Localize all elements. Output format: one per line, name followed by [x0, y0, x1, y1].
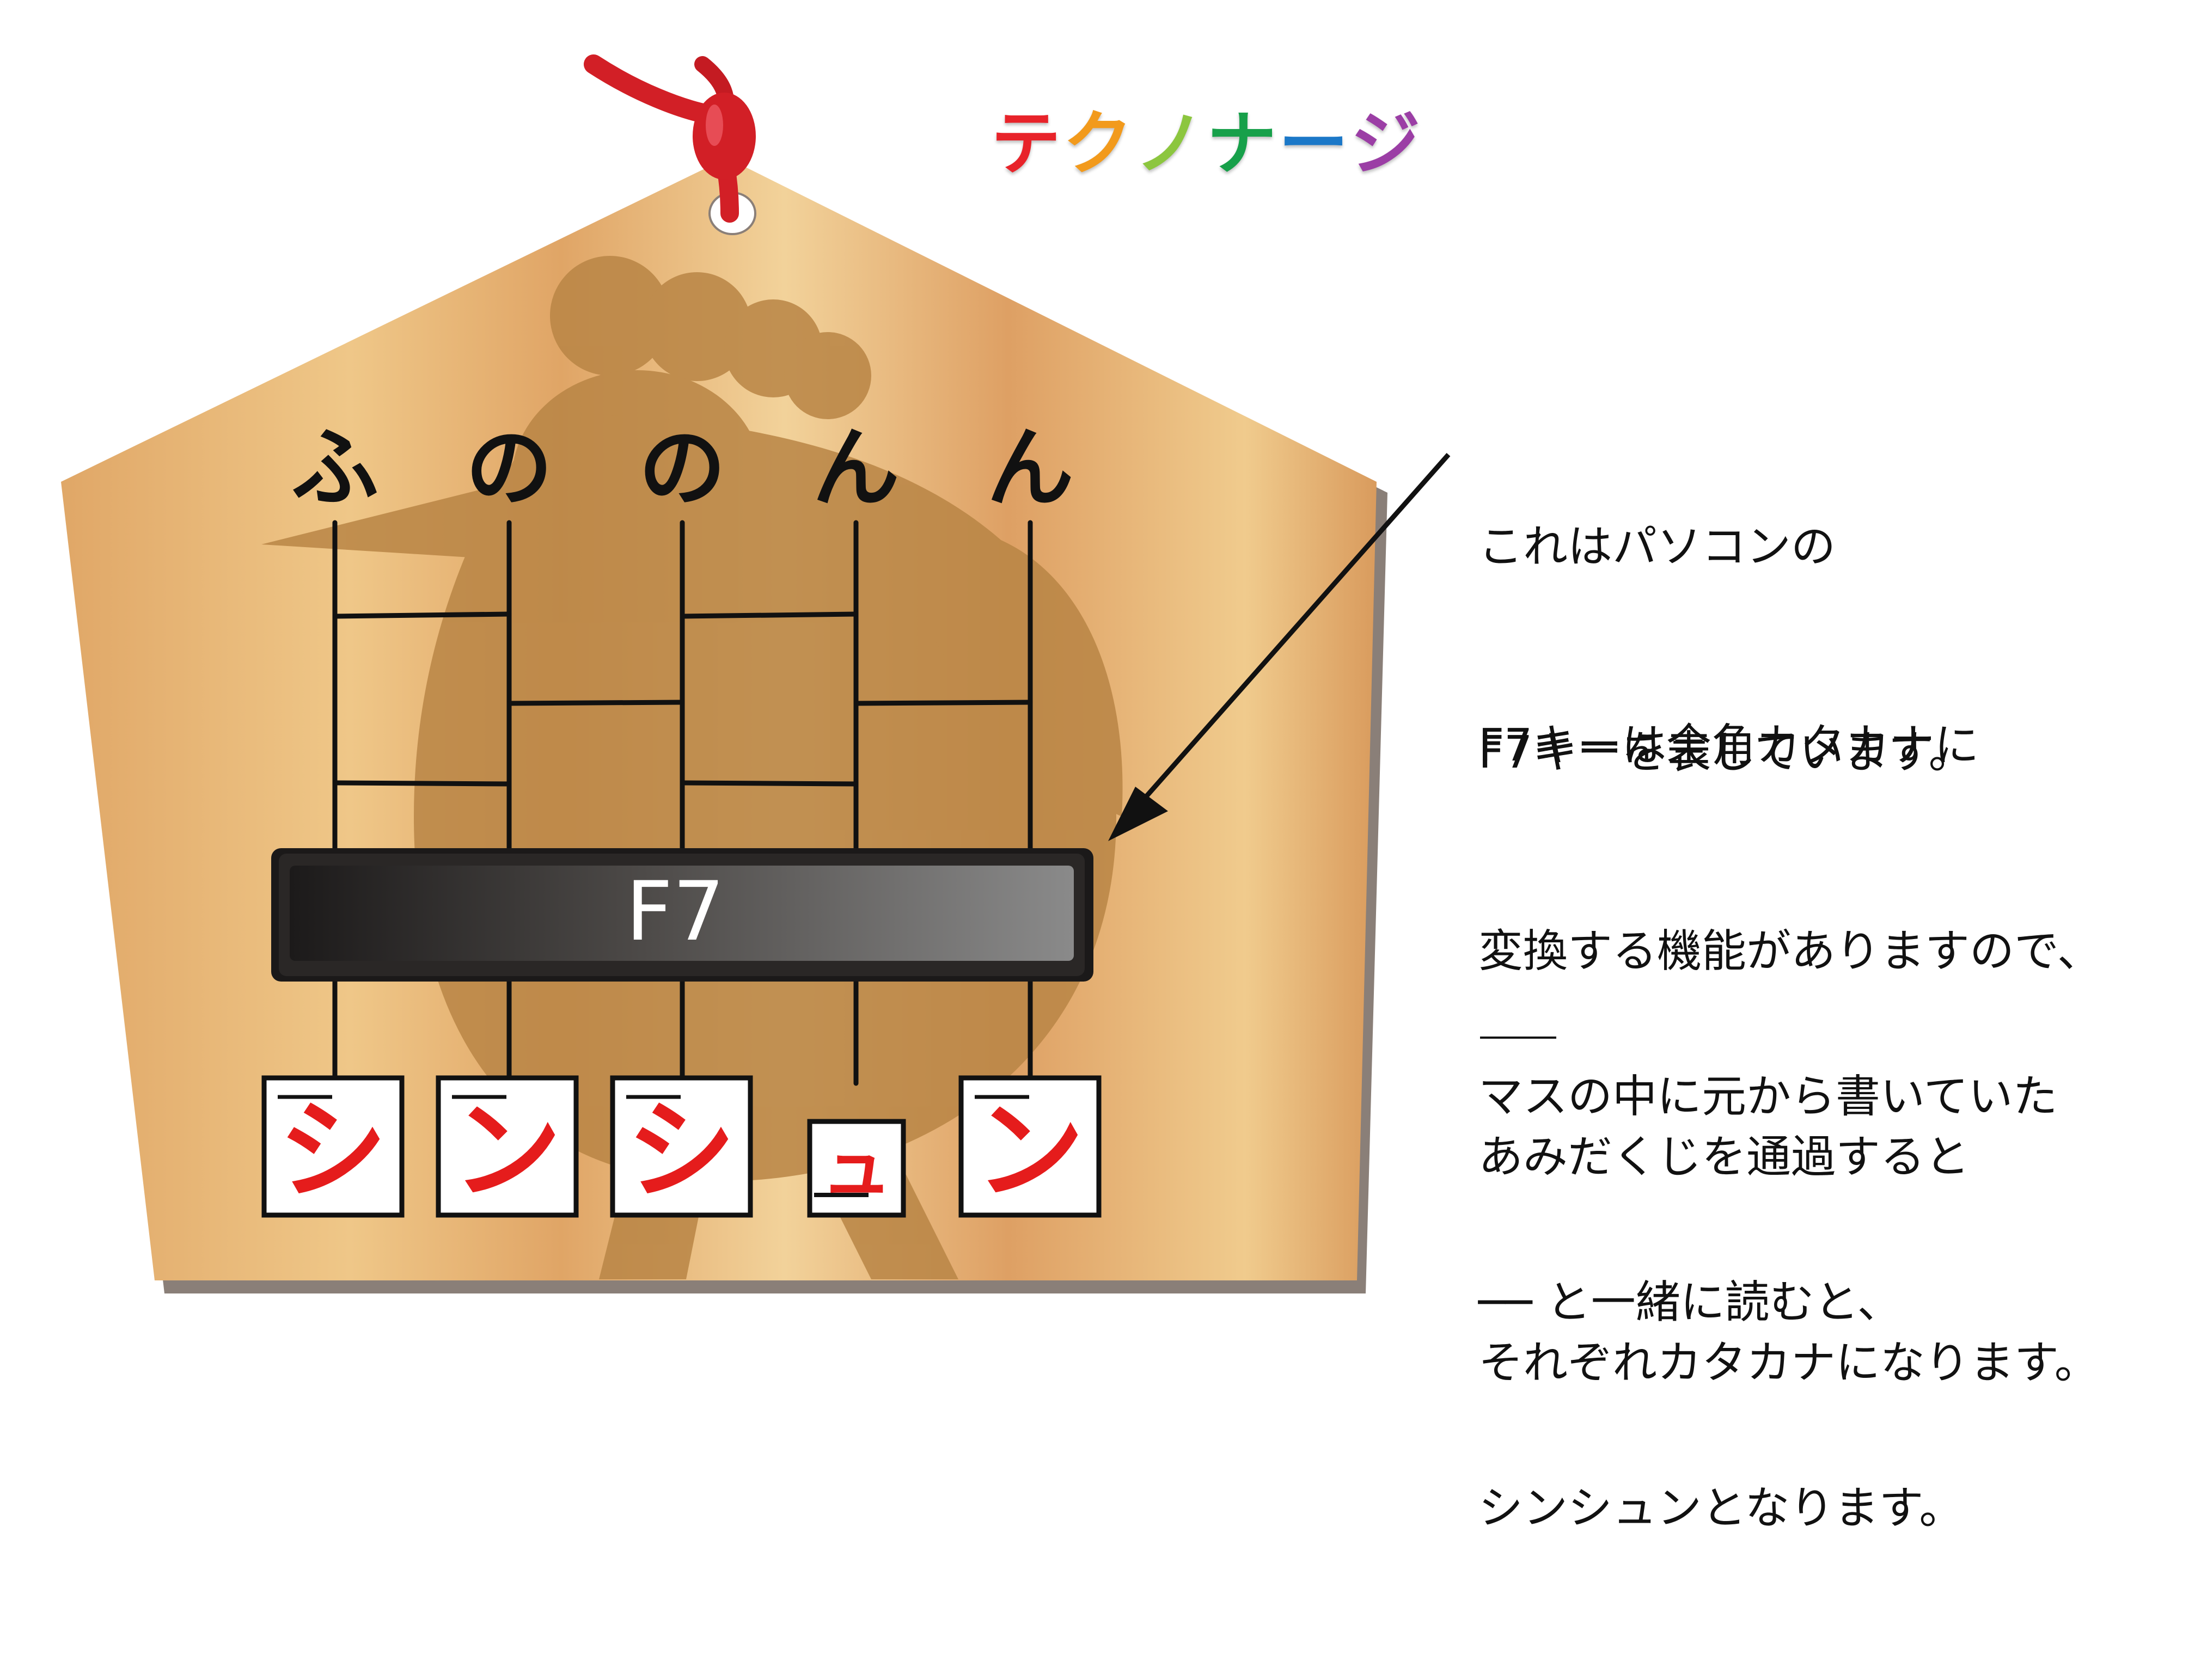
- f7-key: [271, 848, 1093, 982]
- description-line: あみだくじを通過すると: [1478, 1131, 1970, 1183]
- description-line: F7キーは全角カタカナに: [1478, 720, 1979, 771]
- f7-key-label: F7: [626, 864, 725, 959]
- technarge-logo: テ ク ノ ナ ー ジ: [989, 102, 1422, 186]
- description-paragraph-3: マスの中に元から書いていた ── と一緒に読むと、 シンシュンとなります。: [1478, 925, 2186, 1680]
- pointer-arrow: [1108, 453, 1451, 841]
- logo-char: ク: [1061, 102, 1134, 186]
- top-hiragana: ん: [812, 417, 900, 519]
- description-line: F7キーを表しています。: [1478, 727, 1973, 778]
- result-char: シ: [626, 1088, 736, 1215]
- logo-char: テ: [989, 102, 1062, 186]
- top-hiragana: の: [638, 417, 726, 519]
- logo-char: ナ: [1205, 102, 1278, 186]
- description-line: これはパソコンの: [1478, 521, 1836, 573]
- amidakuji-lines: [332, 520, 1033, 1086]
- description-line: 変換する機能がありますので、: [1478, 925, 2102, 977]
- top-hiragana: ふ: [291, 417, 378, 519]
- result-char: ュ: [821, 1126, 892, 1209]
- result-char: ン: [452, 1088, 561, 1215]
- result-squares: [261, 1075, 1102, 1218]
- top-hiragana: の: [465, 417, 553, 519]
- top-hiragana: ん: [986, 417, 1074, 519]
- ema-graphic: [61, 54, 1556, 1293]
- ema-illustration: テ ク ノ ナ ー ジ ふ の の ん ん F7 シ ン シ ュ ン これはパソ…: [61, 54, 2186, 1534]
- red-cord: [584, 54, 756, 223]
- rooster-silhouette: [261, 256, 1123, 1279]
- result-char: ン: [975, 1088, 1084, 1215]
- logo-char: ノ: [1133, 102, 1206, 186]
- logo-char: ジ: [1349, 102, 1422, 186]
- logo-char: ー: [1277, 102, 1350, 186]
- description-line: シンシュンとなります。: [1478, 1482, 1964, 1534]
- description-line: ── と一緒に読むと、: [1478, 1277, 1902, 1328]
- result-char: シ: [278, 1088, 387, 1215]
- description-line: マスの中に元から書いていた: [1478, 1071, 2058, 1123]
- description-paragraph-1: これはパソコンの F7キーを表しています。: [1478, 376, 2186, 924]
